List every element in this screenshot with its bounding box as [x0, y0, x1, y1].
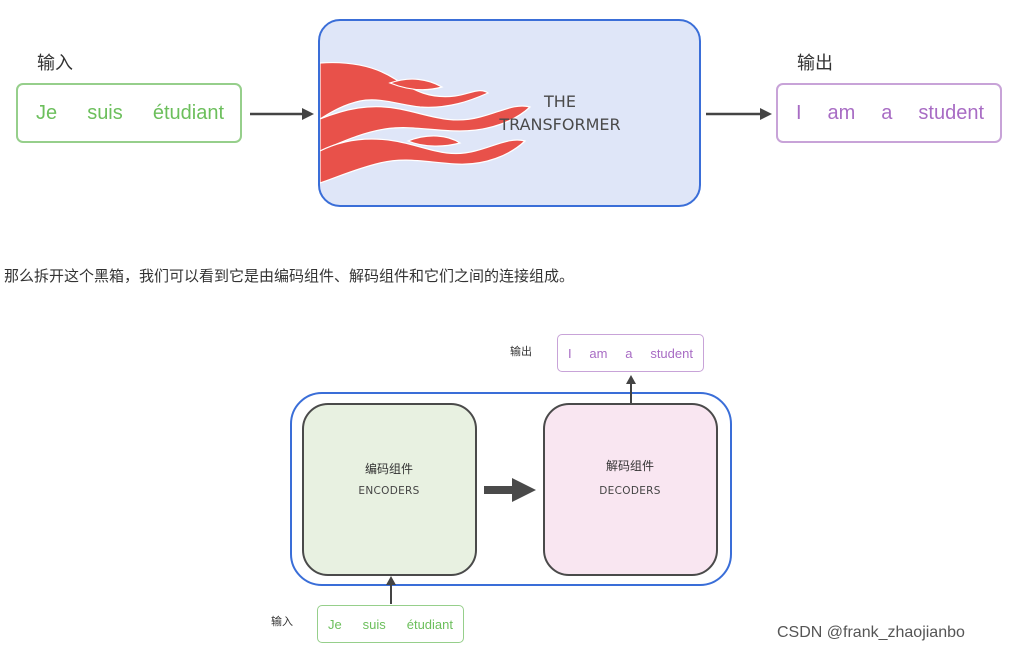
flame-logo [320, 61, 532, 184]
transformer-title: THE TRANSFORMER [480, 90, 640, 136]
top-output-word: am [827, 101, 856, 124]
top-input-word: suis [87, 101, 123, 124]
bottom-input-word: suis [362, 616, 386, 632]
top-input-box: Je suis étudiant [16, 83, 242, 143]
encoder-input-arrow [386, 576, 396, 604]
encoder-en-label: ENCODERS [358, 485, 420, 497]
encoder-box: 编码组件 ENCODERS [302, 403, 477, 576]
top-input-word: étudiant [152, 101, 224, 124]
top-output-label: 输出 [797, 53, 833, 74]
top-input-word: Je [36, 101, 58, 124]
top-output-word: student [918, 101, 984, 124]
bottom-output-box: I am a student [557, 334, 704, 372]
bottom-output-word: I [568, 345, 572, 361]
top-input-label: 输入 [37, 53, 73, 74]
encoder-cn-label: 编码组件 [364, 462, 413, 476]
encoder-to-decoder-arrow [484, 478, 536, 502]
top-output-arrow [706, 108, 772, 120]
watermark-text: CSDN @frank_zhaojianbo [777, 624, 965, 641]
bottom-output-label: 输出 [510, 345, 532, 358]
decoder-cn-label: 解码组件 [605, 459, 654, 473]
top-output-word: I [796, 101, 802, 124]
top-output-word: a [881, 101, 893, 124]
bottom-input-box: Je suis étudiant [317, 605, 464, 643]
top-input-arrow [250, 108, 314, 120]
bottom-input-word: Je [328, 616, 342, 632]
explanation-text: 那么拆开这个黑箱，我们可以看到它是由编码组件、解码组件和它们之间的连接组成。 [4, 267, 575, 285]
decoder-box: 解码组件 DECODERS [543, 403, 718, 576]
bottom-input-label: 输入 [271, 615, 293, 628]
top-output-box: I am a student [776, 83, 1002, 143]
transformer-title-line: TRANSFORMER [499, 115, 621, 134]
decoder-en-label: DECODERS [599, 485, 661, 497]
bottom-input-word: étudiant [406, 616, 453, 632]
bottom-output-word: a [625, 345, 633, 361]
bottom-output-word: am [589, 345, 608, 361]
decoder-output-arrow [626, 375, 636, 403]
transformer-box [318, 19, 701, 207]
transformer-title-line: THE [544, 92, 576, 111]
bottom-output-word: student [650, 345, 693, 361]
